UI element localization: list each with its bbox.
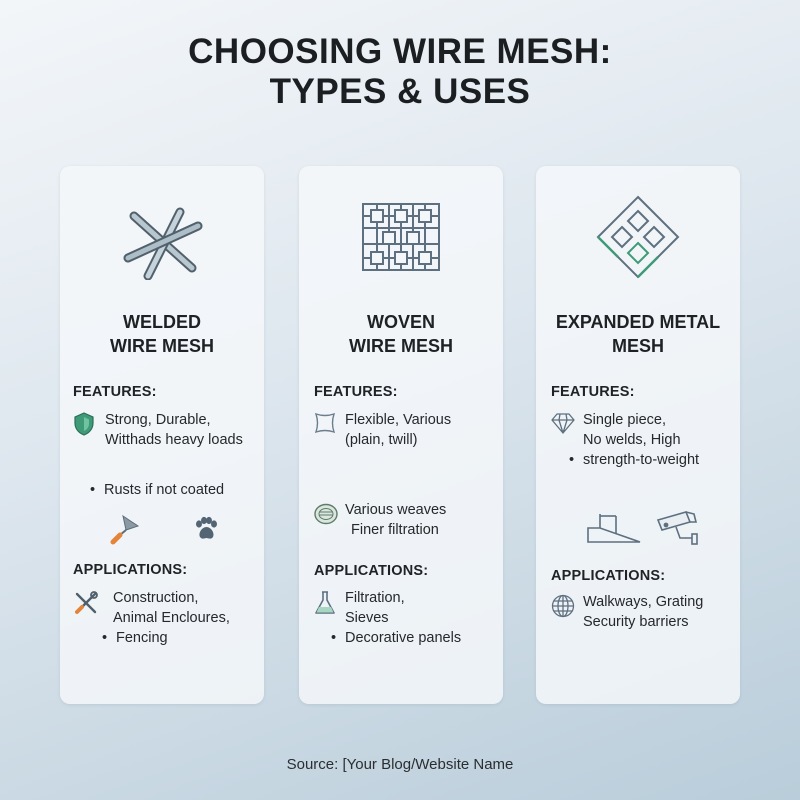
application-item: Fencing xyxy=(102,628,167,648)
crossed-rods-icon xyxy=(60,206,264,280)
card-title: WELDED WIRE MESH xyxy=(109,312,214,356)
application-item: Decorative panels xyxy=(331,628,461,648)
feature-item: Strong, Durable, Witthads heavy loads xyxy=(73,410,243,450)
title-line-1: CHOOSING WIRE MESH: xyxy=(188,32,612,71)
application-item: Construction, Animal Encloures, xyxy=(73,588,230,628)
flask-icon xyxy=(314,590,336,616)
applications-heading: APPLICATIONS: xyxy=(551,568,666,584)
card-title: WOVEN WIRE MESH xyxy=(348,312,453,356)
diamond-pattern-icon xyxy=(536,194,740,280)
application-item: Filtration, Sieves xyxy=(314,588,405,628)
feature-item: Single piece, No welds, High xyxy=(551,410,681,450)
applications-heading: APPLICATIONS: xyxy=(314,563,429,579)
features-heading: FEATURES: xyxy=(551,384,635,400)
feature-item: Various weaves Finer filtration xyxy=(314,500,446,540)
walkway-icon xyxy=(586,510,642,544)
filter-disc-icon xyxy=(314,503,338,525)
woven-grid-icon xyxy=(299,202,503,272)
shield-icon xyxy=(73,412,95,436)
features-heading: FEATURES: xyxy=(73,384,157,400)
gem-icon xyxy=(551,412,575,434)
card-woven: WOVEN WIRE MESH FEATURES: Flexible, Vari… xyxy=(299,166,503,704)
paw-icon xyxy=(193,516,219,542)
globe-grid-icon xyxy=(551,594,575,618)
page-title: CHOOSING WIRE MESH: TYPES & USES xyxy=(0,32,800,112)
applications-heading: APPLICATIONS: xyxy=(73,562,188,578)
trowel-icon xyxy=(108,512,142,546)
tools-icon xyxy=(73,590,99,616)
card-welded: WELDED WIRE MESH FEATURES: Strong, Durab… xyxy=(60,166,264,704)
card-title: EXPANDED METAL MESH xyxy=(555,312,721,356)
title-line-2: TYPES & USES xyxy=(269,72,531,111)
application-item: Walkways, Grating Security barriers xyxy=(551,592,703,632)
card-expanded: EXPANDED METAL MESH FEATURES: Single pie… xyxy=(536,166,740,704)
feature-item: Rusts if not coated xyxy=(90,480,224,500)
fabric-icon xyxy=(314,412,336,434)
source-caption: Source: [Your Blog/Website Name xyxy=(286,756,514,773)
features-heading: FEATURES: xyxy=(314,384,398,400)
security-camera-icon xyxy=(654,508,700,546)
feature-item: strength-to-weight xyxy=(569,450,699,470)
feature-item: Flexible, Various (plain, twill) xyxy=(314,410,451,450)
